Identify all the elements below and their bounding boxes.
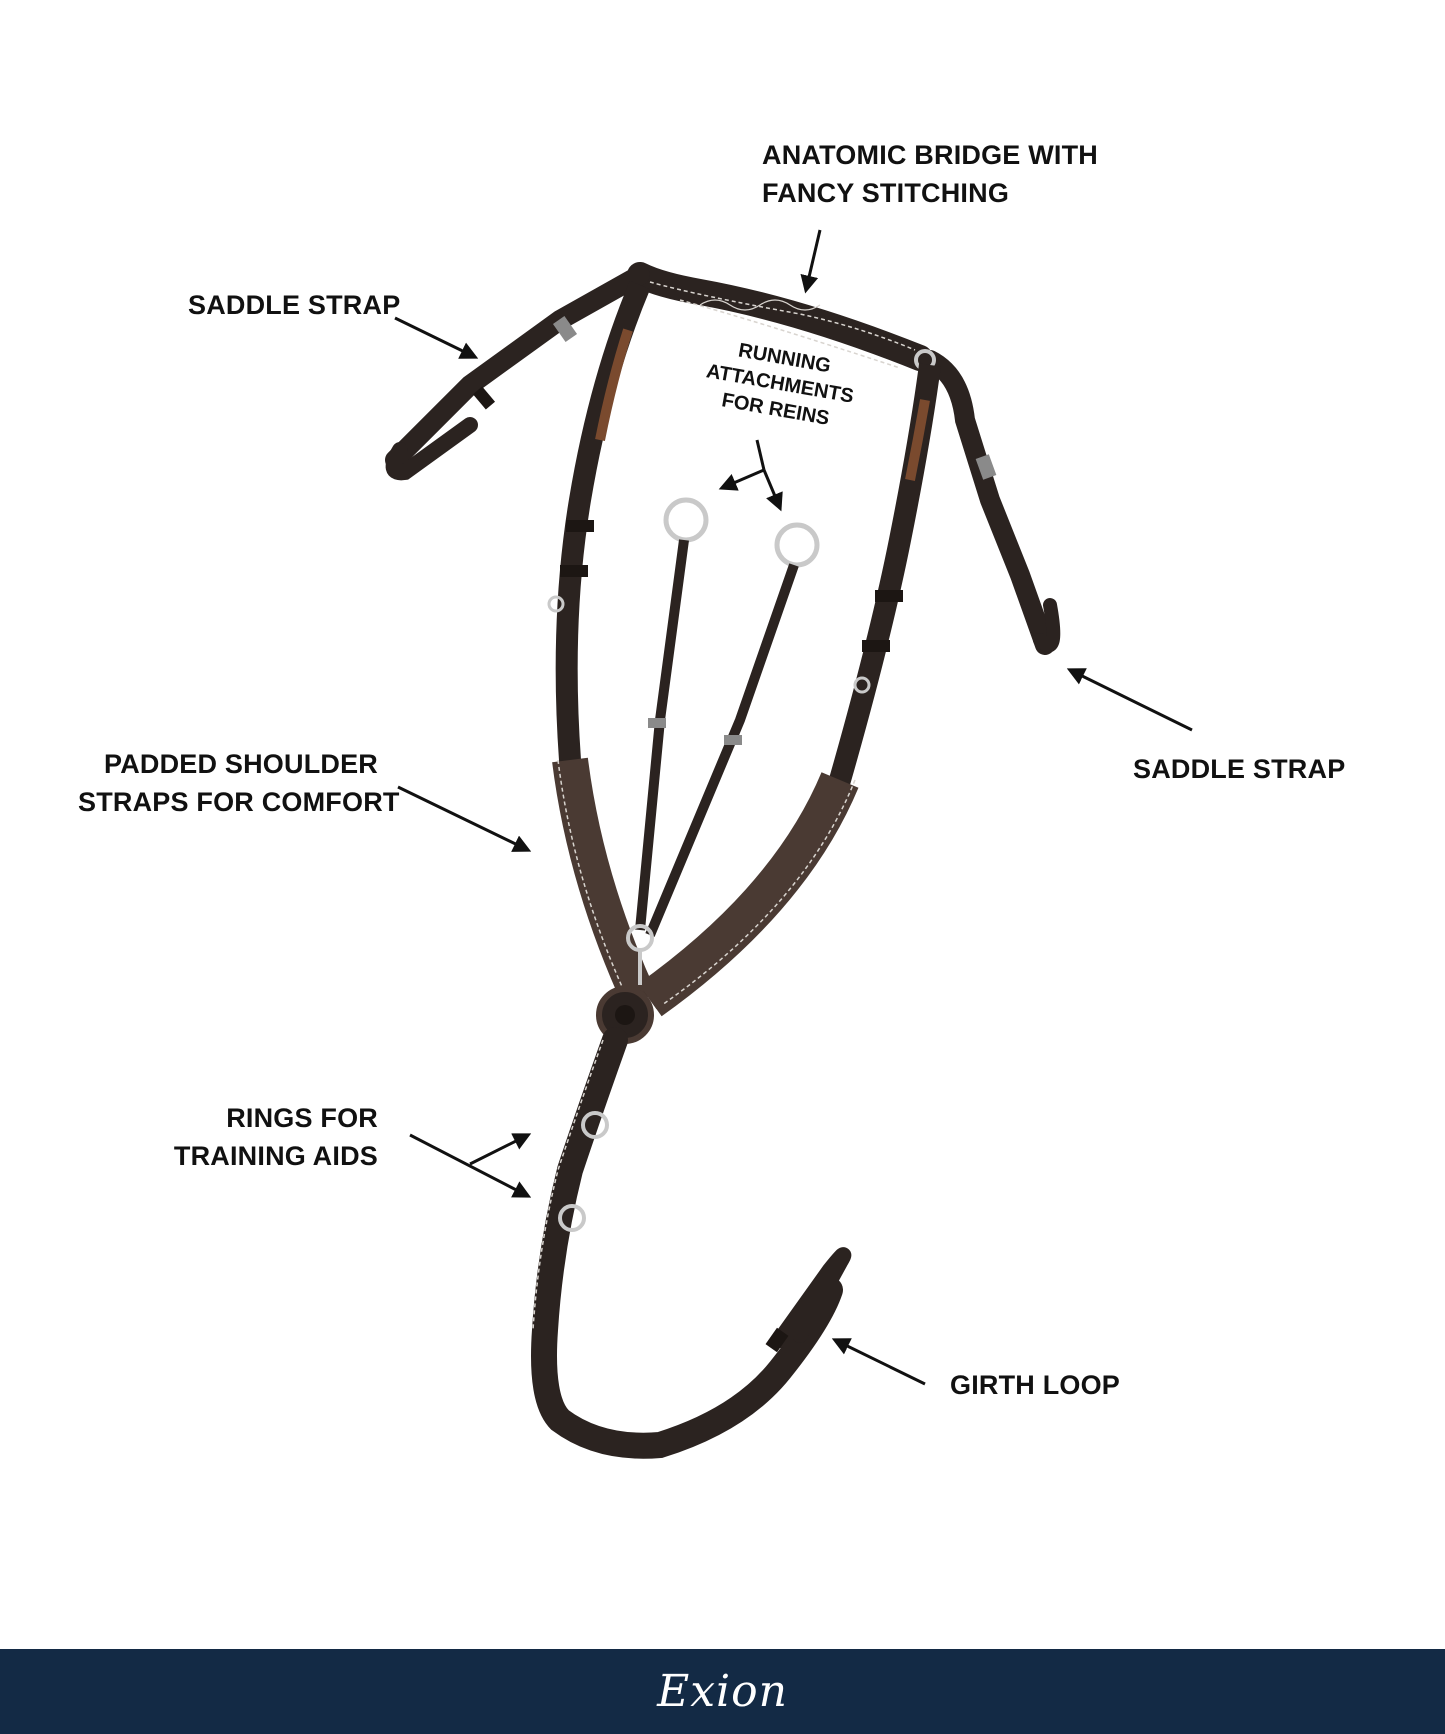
shoulder-strap-left xyxy=(547,280,657,1008)
label-padded-shoulder: PADDED SHOULDER STRAPS FOR COMFORT xyxy=(78,745,400,821)
snap-hook xyxy=(626,924,654,985)
running-attachment-right xyxy=(645,522,820,937)
label-saddle-strap-left: SADDLE STRAP xyxy=(188,290,401,320)
girth-loop xyxy=(765,1247,852,1353)
arrow-saddle-strap-right xyxy=(1066,668,1193,732)
girth-strap xyxy=(531,1027,843,1459)
footer-bar: Exion xyxy=(0,1649,1445,1734)
arrow-running-right xyxy=(762,469,783,512)
saddle-strap-left xyxy=(385,265,650,481)
arrow-rings-up xyxy=(469,1133,532,1166)
shoulder-strap-right xyxy=(638,363,941,1017)
running-attachment-left xyxy=(635,497,709,931)
label-anatomic-bridge-line-2: FANCY STITCHING xyxy=(762,178,1010,208)
label-rings-training-aids: RINGS FOR TRAINING AIDS xyxy=(78,1099,378,1175)
arrow-girth-loop xyxy=(831,1338,926,1386)
arrow-saddle-strap-left xyxy=(394,316,479,359)
arrow-padded-shoulder xyxy=(397,785,532,852)
arrow-running-split xyxy=(755,439,766,471)
label-anatomic-bridge: ANATOMIC BRIDGE WITH FANCY STITCHING xyxy=(762,136,1098,212)
label-saddle-strap-right: SADDLE STRAP xyxy=(1133,754,1346,784)
label-rings-line-1: RINGS FOR xyxy=(226,1103,378,1133)
diagram-stage: ANATOMIC BRIDGE WITH FANCY STITCHING SAD… xyxy=(78,136,1346,1459)
annotation-arrows xyxy=(394,229,1193,1386)
label-girth-loop: GIRTH LOOP xyxy=(950,1370,1120,1400)
label-rings-line-2: TRAINING AIDS xyxy=(173,1141,378,1171)
arrow-rings-down xyxy=(409,1133,532,1198)
breastplate-illustration xyxy=(385,229,1193,1459)
anatomic-bridge xyxy=(627,262,933,371)
brand-logo: Exion xyxy=(657,1666,788,1717)
label-padded-shoulder-line-2: STRAPS FOR COMFORT xyxy=(78,787,400,817)
arrow-bridge xyxy=(800,229,822,294)
label-anatomic-bridge-line-1: ANATOMIC BRIDGE WITH xyxy=(762,140,1098,170)
arrow-running-left xyxy=(718,468,765,491)
label-padded-shoulder-line-1: PADDED SHOULDER xyxy=(103,749,378,779)
